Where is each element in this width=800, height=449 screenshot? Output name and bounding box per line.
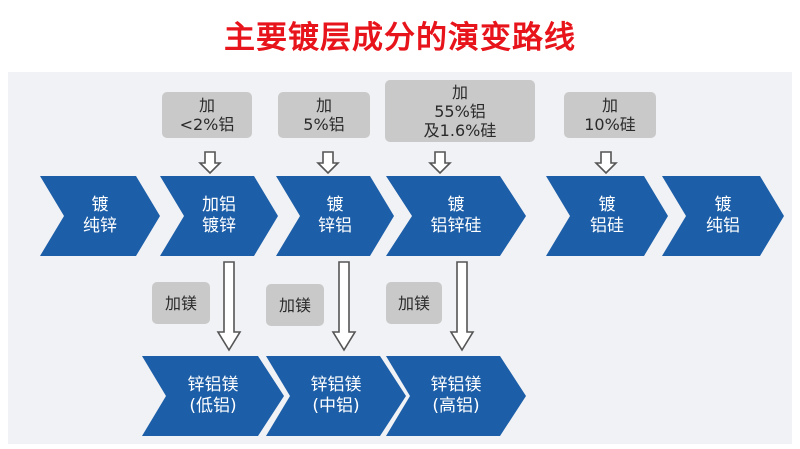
addition-label: 加 55%铝 及1.6%硅 (385, 80, 535, 142)
diagram-title: 主要镀层成分的演变路线 (224, 20, 576, 56)
down-arrow-icon (317, 151, 339, 174)
addition-label: 加 10%硅 (564, 92, 656, 138)
long-down-arrow-icon (450, 261, 474, 351)
add-magnesium-label: 加镁 (152, 282, 210, 324)
chevron-step-zn-al-mg: 锌铝镁(中铝) (266, 356, 406, 436)
long-down-arrow-icon (332, 261, 356, 351)
addition-label: 加 <2%铝 (162, 92, 252, 138)
long-down-arrow-icon (217, 261, 241, 351)
add-magnesium-label: 加镁 (386, 282, 442, 324)
down-arrow-icon (199, 151, 221, 174)
chevron-step: 镀锌铝 (276, 176, 394, 256)
chevron-step: 镀纯锌 (40, 176, 160, 256)
chevron-step: 加铝镀锌 (160, 176, 278, 256)
add-magnesium-label: 加镁 (266, 284, 324, 326)
down-arrow-icon (429, 151, 451, 174)
chevron-step-zn-al-mg: 锌铝镁(低铝) (142, 356, 284, 436)
chevron-step: 镀铝硅 (546, 176, 668, 256)
chevron-step: 镀纯铝 (662, 176, 784, 256)
chevron-step: 镀铝锌硅 (386, 176, 526, 256)
chevron-step-zn-al-mg: 锌铝镁(高铝) (386, 356, 526, 436)
down-arrow-icon (595, 151, 617, 174)
addition-label: 加 5%铝 (278, 92, 370, 138)
